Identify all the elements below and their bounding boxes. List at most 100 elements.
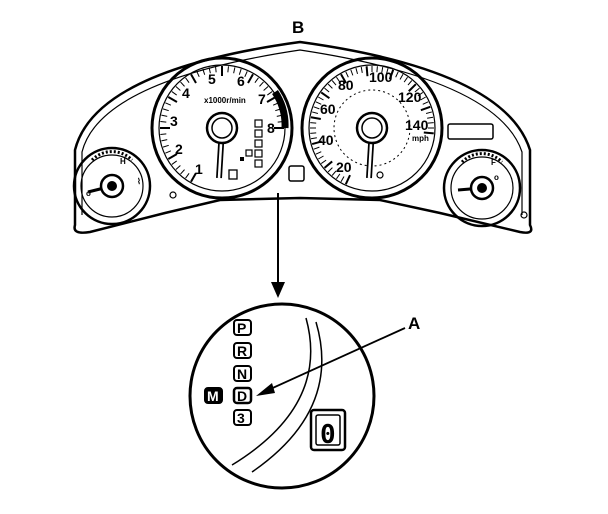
dial-tick <box>320 159 327 164</box>
tach-scale-1: 1 <box>195 161 203 177</box>
dial-tick <box>196 71 200 78</box>
dial-tick <box>190 73 197 84</box>
dial-tick <box>336 76 341 83</box>
dial-tick <box>408 83 417 92</box>
temp-icon: ⌇ <box>137 177 141 186</box>
dial-tick <box>320 91 330 99</box>
dial-tick <box>315 101 322 105</box>
dial-tick <box>227 66 229 73</box>
dial-tick <box>423 131 434 135</box>
callout-a-arrowhead <box>256 383 275 396</box>
shift-indicator: P R N D 3 M <box>204 319 253 426</box>
dial-tick <box>254 77 259 83</box>
svg-text:M: M <box>207 388 219 404</box>
dial-tick <box>167 96 178 103</box>
dial-tick <box>171 91 177 96</box>
dial-tick <box>310 132 317 134</box>
dial-tick <box>208 67 211 74</box>
tach-shift-boxes <box>240 119 263 168</box>
dial-tick <box>360 66 363 73</box>
shift-position-d: D <box>232 386 253 405</box>
dial-tick <box>310 122 317 124</box>
shift-position-n: N <box>233 365 252 382</box>
dial-tick <box>185 77 190 83</box>
speed-scale-40: 40 <box>318 132 334 148</box>
tach-scale-4: 4 <box>182 85 190 101</box>
dial-tick <box>365 66 369 77</box>
dial-tick <box>376 66 378 73</box>
speed-scale-140: 140 <box>405 117 429 133</box>
dial-tick <box>263 86 269 91</box>
tach-unit-label: x1000r/min <box>204 96 246 105</box>
tachometer: x1000r/min 1 2 3 4 5 6 7 8 <box>150 56 294 200</box>
odometer-button <box>288 165 305 182</box>
dial-tick <box>427 122 434 124</box>
odometer-window <box>447 123 494 140</box>
dial-tick <box>318 96 324 101</box>
dial-tick <box>185 173 190 179</box>
tach-scale-6: 6 <box>237 73 245 89</box>
dial-tick <box>340 176 345 182</box>
dial-tick <box>311 140 323 146</box>
fuel-full-label: F <box>491 158 496 167</box>
svg-text:N: N <box>237 366 247 382</box>
dial-tick <box>175 165 181 170</box>
dial-tick <box>215 66 217 73</box>
dial-tick <box>165 102 172 106</box>
dial-tick <box>331 80 337 86</box>
dial-tick <box>425 111 433 114</box>
speed-unit-label: mph <box>412 134 429 143</box>
tach-scale-8: 8 <box>267 120 275 136</box>
temperature-gauge: H o ⌇ <box>72 146 152 226</box>
gear-digit: 0 <box>320 420 336 450</box>
dial-tick <box>323 160 333 169</box>
speed-scale-80: 80 <box>338 77 354 93</box>
dial-tick <box>167 153 178 160</box>
dial-tick <box>327 83 333 89</box>
dial-tick <box>417 92 424 97</box>
dial-tick <box>180 81 185 87</box>
shift-position-r: R <box>233 342 252 359</box>
tach-scale-3: 3 <box>170 113 178 129</box>
zoom-arrowhead <box>271 282 285 298</box>
dial-tick <box>420 105 431 112</box>
dial-tick <box>420 96 426 101</box>
dial-tick <box>233 67 236 74</box>
dial-tick <box>355 67 358 75</box>
dial-tick <box>310 137 317 140</box>
dial-tick <box>350 69 354 76</box>
dial-tick <box>202 68 206 75</box>
dial-tick <box>313 146 320 150</box>
dial-tick <box>315 151 322 155</box>
cluster-housing <box>73 40 533 234</box>
speed-scale-120: 120 <box>398 89 422 105</box>
dial-tick <box>386 67 389 75</box>
dial-tick <box>336 173 341 180</box>
dial-tick <box>414 87 420 93</box>
dial-tick <box>318 155 324 160</box>
tach-scale-2: 2 <box>175 141 183 157</box>
dial-tick <box>340 73 347 84</box>
gear-position-display: 0 <box>309 408 347 452</box>
shift-position-p: P <box>233 319 252 336</box>
indicator-dot-right <box>520 211 528 219</box>
dial-tick <box>247 73 254 84</box>
cluster-inner-rim <box>81 49 523 215</box>
callout-b-label: B <box>292 18 304 37</box>
dial-tick <box>399 74 404 80</box>
shift-mode-m: M <box>204 387 223 404</box>
fuel-gauge: F o <box>442 148 522 228</box>
shift-position-3: 3 <box>233 409 252 426</box>
dial-tick <box>160 133 167 135</box>
dial-tick <box>259 81 264 87</box>
dial-tick <box>161 139 168 142</box>
dial-tick <box>162 108 169 112</box>
callout-a-leader <box>265 327 406 392</box>
dial-tick <box>310 116 321 120</box>
dial-tick <box>311 111 319 114</box>
speed-scale-20: 20 <box>336 159 352 175</box>
dial-tick <box>427 116 434 119</box>
dial-tick <box>175 86 181 91</box>
